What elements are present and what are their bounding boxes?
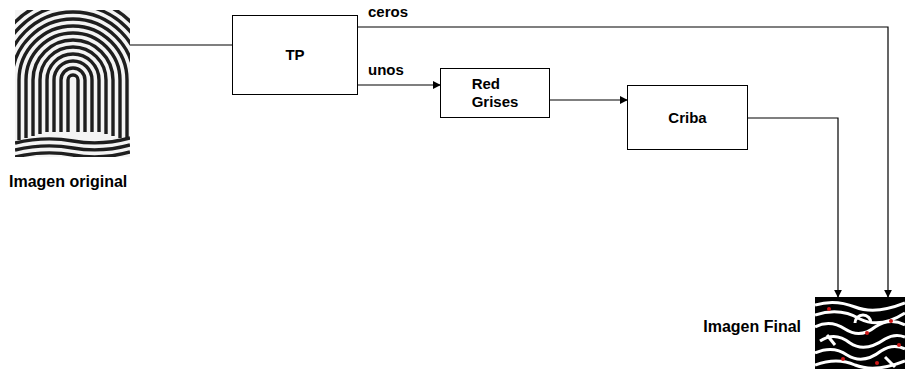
box-label: TP [285,46,304,64]
edge-label: unos [366,61,406,79]
connector-arrow [748,118,838,297]
image-caption: Imagen original [9,172,127,191]
process-box: Red Grises [440,68,550,118]
edge-label: ceros [366,3,410,21]
connector-arrow [358,84,440,85]
fingerprint-original [15,10,130,157]
result-image: Imagen Final [815,297,905,369]
connector-arrow [358,27,888,297]
source-image: Imagen original [15,10,130,157]
box-label: Red Grises [472,75,519,111]
process-box: Criba [627,85,748,150]
connector-arrow [550,99,627,100]
connector-arrow [130,44,232,45]
image-caption: Imagen Final [703,317,801,336]
box-label: Criba [668,109,706,127]
process-box: TP [232,15,358,95]
fingerprint-final [815,297,905,369]
